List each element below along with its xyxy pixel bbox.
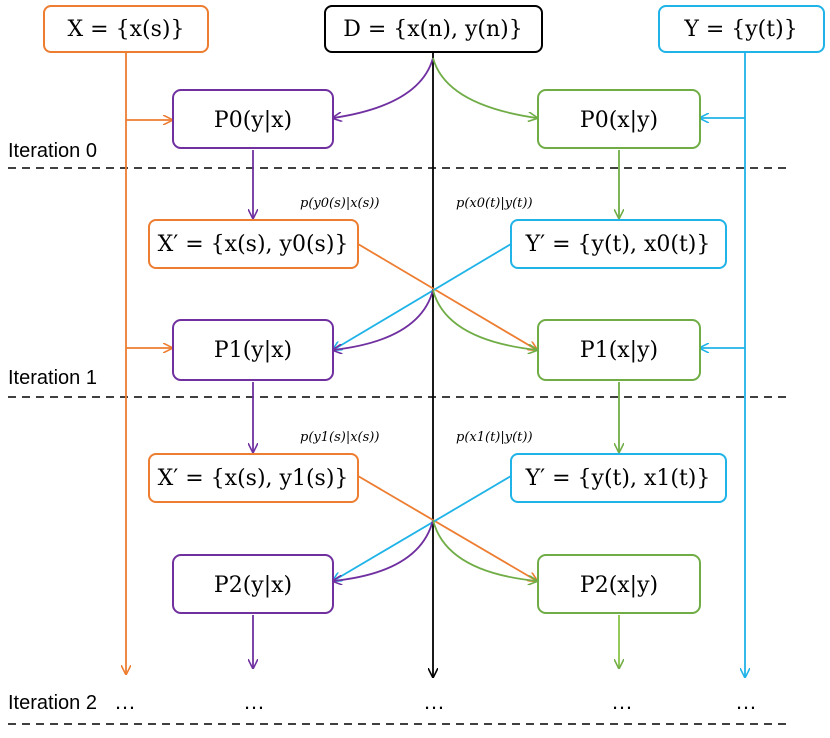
pseudo-y1-to-p2-yx-arrow bbox=[333, 475, 512, 581]
paired-to-p2-xy-arrow bbox=[432, 519, 537, 581]
ellipsis-target: … bbox=[735, 689, 757, 714]
p1-xy-box: P1(x|y) bbox=[537, 319, 701, 381]
p1-yx-box: P1(y|x) bbox=[172, 319, 334, 381]
paired-to-p0-yx-arrow bbox=[333, 57, 434, 118]
target-set-box: Y = {y(t)} bbox=[658, 5, 825, 53]
p2-yx-label: P2(y|x) bbox=[214, 573, 292, 598]
ellipsis-paired: … bbox=[423, 689, 445, 714]
source-set-box: X = {x(s)} bbox=[43, 5, 209, 53]
annotation-p-y0: p(y0(s)|x(s)) bbox=[300, 196, 379, 211]
pseudo-y1-label: Y′ = {y(t), x1(t)} bbox=[525, 466, 711, 491]
p0-yx-box: P0(y|x) bbox=[172, 89, 334, 149]
pseudo-x0-label: X′ = {x(s), y0(s)} bbox=[158, 232, 349, 257]
pseudo-y0-to-p1-yx-arrow bbox=[333, 243, 512, 350]
annotation-p-x1: p(x1(t)|y(t)) bbox=[456, 430, 533, 445]
p0-yx-label: P0(y|x) bbox=[214, 108, 292, 133]
paired-set-box: D = {x(n), y(n)} bbox=[324, 5, 543, 53]
p2-xy-label: P2(x|y) bbox=[580, 573, 658, 598]
paired-set-label: D = {x(n), y(n)} bbox=[343, 17, 523, 42]
annotation-p-x0: p(x0(t)|y(t)) bbox=[456, 196, 533, 211]
iteration-1-label: Iteration 1 bbox=[8, 367, 97, 389]
iteration-0-label: Iteration 0 bbox=[8, 140, 97, 162]
source-set-label: X = {x(s)} bbox=[68, 17, 185, 42]
ellipsis-forward: … bbox=[243, 689, 265, 714]
pseudo-y0-box: Y′ = {y(t), x0(t)} bbox=[510, 219, 727, 269]
paired-to-p2-yx-arrow bbox=[333, 519, 434, 581]
p1-xy-label: P1(x|y) bbox=[580, 338, 658, 363]
target-set-label: Y = {y(t)} bbox=[683, 17, 797, 42]
iteration-2-label: Iteration 2 bbox=[8, 692, 97, 714]
paired-to-p0-xy-arrow bbox=[432, 57, 537, 118]
pseudo-y1-box: Y′ = {y(t), x1(t)} bbox=[510, 453, 727, 503]
paired-to-p1-yx-arrow bbox=[333, 289, 434, 350]
p1-yx-label: P1(y|x) bbox=[214, 338, 292, 363]
pseudo-x1-box: X′ = {x(s), y1(s)} bbox=[148, 453, 359, 503]
pseudo-x0-box: X′ = {x(s), y0(s)} bbox=[148, 219, 359, 269]
p0-xy-box: P0(x|y) bbox=[537, 89, 701, 149]
paired-to-p1-xy-arrow bbox=[432, 289, 537, 350]
ellipsis-source: … bbox=[114, 689, 136, 714]
p2-yx-box: P2(y|x) bbox=[172, 554, 334, 614]
pseudo-y0-label: Y′ = {y(t), x0(t)} bbox=[525, 232, 711, 257]
ellipsis-backward: … bbox=[611, 689, 633, 714]
p2-xy-box: P2(x|y) bbox=[537, 554, 701, 614]
pseudo-x1-label: X′ = {x(s), y1(s)} bbox=[158, 466, 349, 491]
pseudo-x0-to-p1-xy-arrow bbox=[357, 243, 537, 350]
pseudo-x1-to-p2-xy-arrow bbox=[357, 475, 537, 581]
annotation-p-y1: p(y1(s)|x(s)) bbox=[300, 430, 379, 445]
p0-xy-label: P0(x|y) bbox=[580, 108, 658, 133]
